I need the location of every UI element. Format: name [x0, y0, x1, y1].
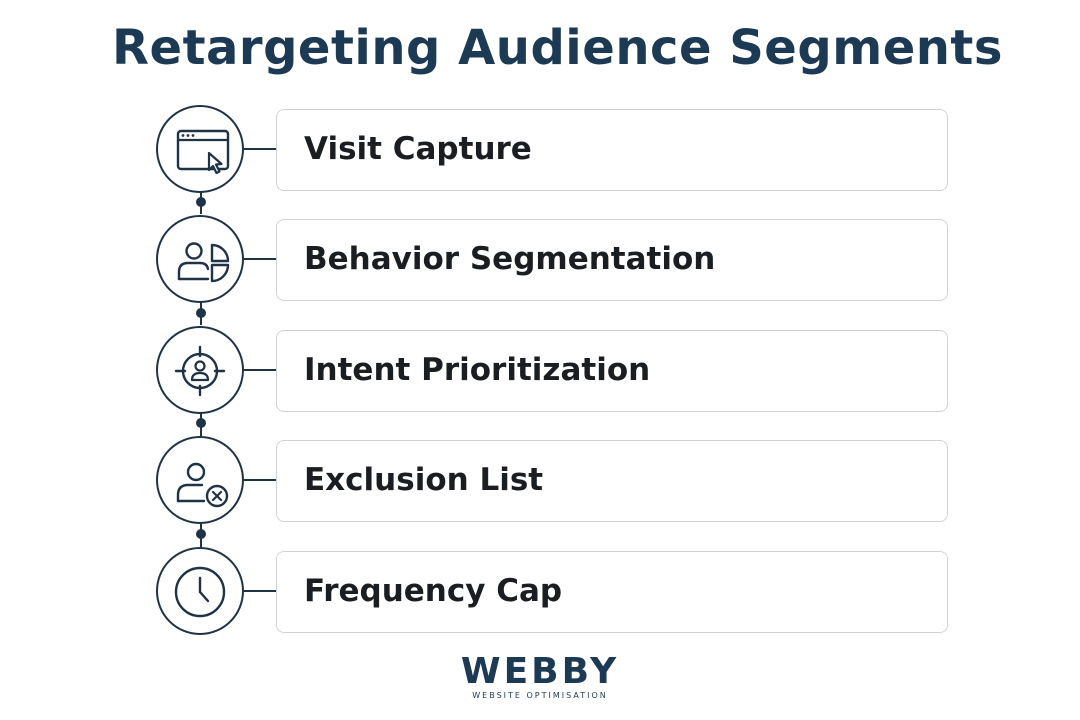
step-box: Frequency Cap — [276, 551, 948, 633]
connector-dot — [196, 418, 206, 428]
step-box: Intent Prioritization — [276, 330, 948, 412]
step-intent-prioritization: Intent Prioritization — [0, 316, 1080, 426]
diagram-title: Retargeting Audience Segments — [112, 20, 1003, 76]
step-box: Behavior Segmentation — [276, 219, 948, 301]
browser-cursor-icon — [176, 129, 230, 175]
step-connector — [244, 590, 276, 592]
connector-dot — [196, 308, 206, 318]
step-icon-circle — [156, 326, 244, 414]
users-pie-chart-icon — [177, 242, 230, 283]
step-connector — [244, 258, 276, 260]
step-label: Visit Capture — [304, 131, 532, 167]
step-label: Exclusion List — [304, 462, 544, 498]
step-visit-capture: Visit Capture — [0, 95, 1080, 205]
step-icon-circle — [156, 547, 244, 635]
step-icon-circle — [156, 105, 244, 193]
step-box: Exclusion List — [276, 440, 948, 522]
step-connector — [244, 148, 276, 150]
connector-dot — [196, 529, 206, 539]
step-connector — [244, 369, 276, 371]
step-exclusion-list: Exclusion List — [0, 426, 1080, 536]
step-box: Visit Capture — [276, 109, 948, 191]
step-icon-circle — [156, 436, 244, 524]
target-user-icon — [174, 345, 226, 397]
user-remove-icon — [176, 462, 229, 508]
step-label: Frequency Cap — [304, 573, 563, 609]
webby-logo: WEBBY WEBSITE OPTIMISATION — [440, 652, 640, 701]
logo-wordmark: WEBBY — [460, 651, 620, 692]
step-label: Behavior Segmentation — [304, 241, 716, 277]
step-connector — [244, 479, 276, 481]
step-label: Intent Prioritization — [304, 352, 651, 388]
logo-tagline: WEBSITE OPTIMISATION — [472, 691, 608, 700]
step-behavior-segmentation: Behavior Segmentation — [0, 205, 1080, 315]
clock-icon — [174, 566, 226, 618]
step-icon-circle — [156, 215, 244, 303]
connector-dot — [196, 197, 206, 207]
step-frequency-cap: Frequency Cap — [0, 537, 1080, 647]
